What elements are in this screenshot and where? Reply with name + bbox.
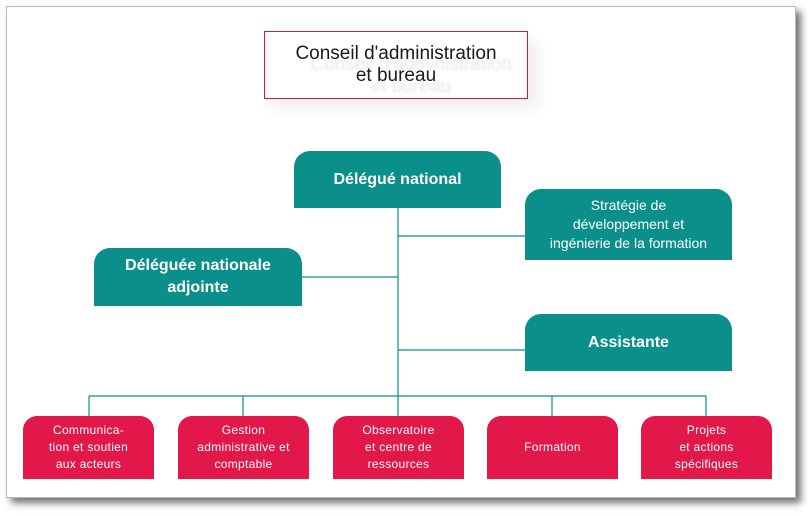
board-box: Conseil d'administration et bureau Conse…: [264, 31, 528, 99]
board-label-reflection: Conseil d'administration et bureau: [310, 54, 512, 97]
adjointe-label: Déléguée nationale adjointe: [125, 257, 271, 296]
dept-formation-box: Formation: [487, 416, 618, 479]
dept-observatoire-label: Observatoire et centre de ressources: [362, 423, 435, 471]
strategie-label: Stratégie de développement et ingénierie…: [549, 197, 708, 251]
delegue-national-label: Délégué national: [333, 170, 462, 188]
dept-communication-box: Communica- tion et soutien aux acteurs: [23, 416, 154, 479]
strategie-box: Stratégie de développement et ingénierie…: [525, 189, 732, 260]
dept-projets-label: Projets et actions spécifiques: [674, 423, 739, 471]
adjointe-box: Déléguée nationale adjointe: [94, 248, 302, 306]
dept-formation-label: Formation: [524, 440, 581, 454]
dept-communication-label: Communica- tion et soutien aux acteurs: [48, 423, 129, 471]
dept-observatoire-box: Observatoire et centre de ressources: [333, 416, 464, 479]
dept-gestion-box: Gestion administrative et comptable: [178, 416, 309, 479]
dept-projets-box: Projets et actions spécifiques: [641, 416, 772, 479]
assistante-label: Assistante: [588, 333, 669, 351]
delegue-national-box: Délégué national: [294, 151, 501, 208]
board-label: Conseil d'administration et bureau: [295, 43, 497, 86]
dept-gestion-label: Gestion administrative et comptable: [197, 423, 290, 471]
assistante-box: Assistante: [525, 314, 732, 371]
